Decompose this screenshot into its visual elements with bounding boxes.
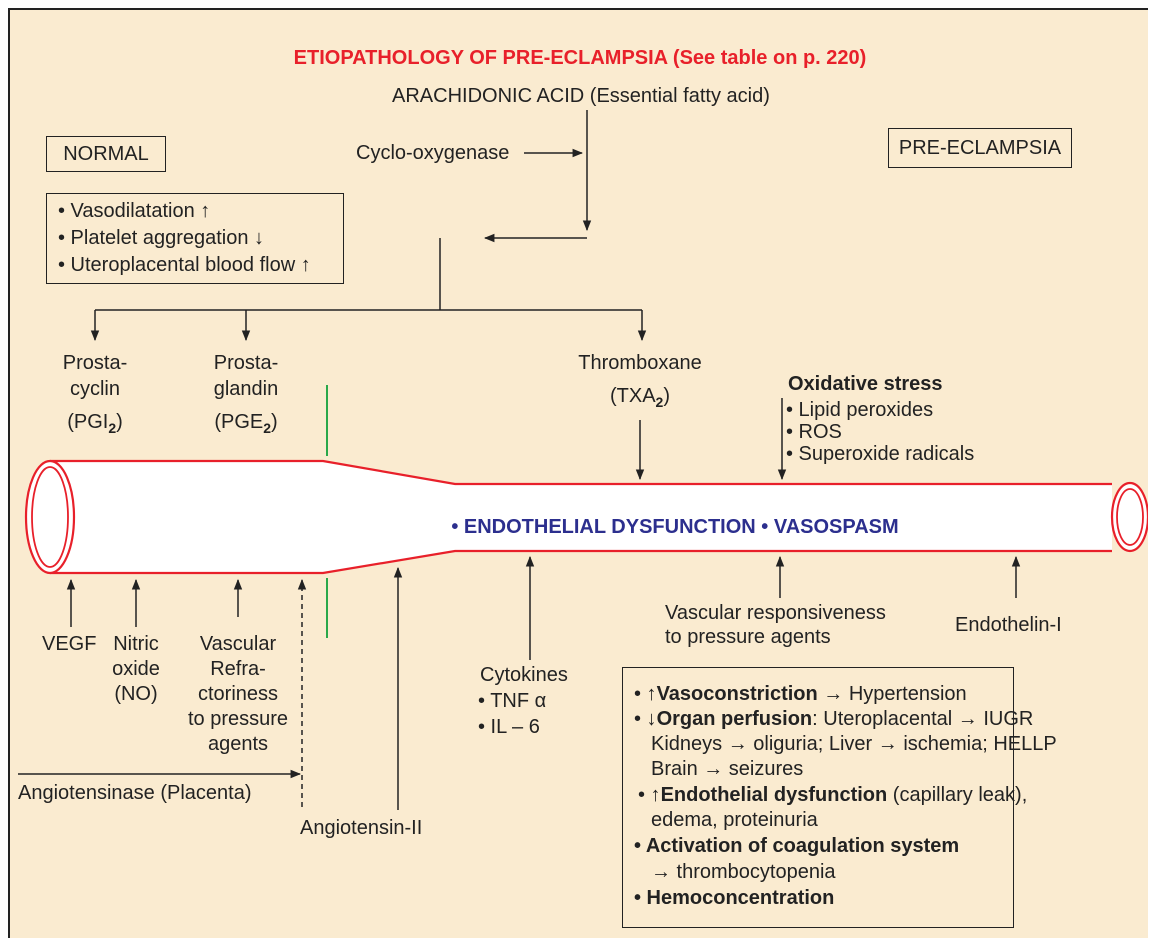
refractory-label-1: Vascular bbox=[199, 633, 277, 655]
no-label-1: Nitric bbox=[113, 633, 159, 655]
pathway-arrows bbox=[18, 110, 1021, 810]
oxidative-item-ros: • ROS bbox=[786, 421, 842, 443]
responsiveness-label-2: to pressure agents bbox=[665, 626, 831, 648]
diagram-graphics bbox=[18, 110, 1148, 810]
normal-effect-blood-flow: • Uteroplacental blood flow ↑ bbox=[58, 254, 311, 276]
diagram-canvas: ETIOPATHOLOGY OF PRE-ECLAMPSIA (See tabl… bbox=[8, 8, 1148, 938]
endothelin-label: Endothelin-I bbox=[955, 614, 1062, 636]
effect-kidneys-liver: Kidneys → oliguria; Liver → ischemia; HE… bbox=[651, 733, 1057, 755]
effect-hemoconcentration: • Hemoconcentration bbox=[634, 887, 835, 909]
effect-brain: Brain → seizures bbox=[651, 758, 804, 780]
vegf-label: VEGF bbox=[42, 633, 97, 655]
cyclo-oxygenase-label: Cyclo-oxygenase bbox=[356, 142, 510, 164]
thromboxane-name: Thromboxane bbox=[578, 352, 702, 374]
normal-effect-platelet: • Platelet aggregation ↓ bbox=[58, 227, 265, 249]
vessel-center-label: • ENDOTHELIAL DYSFUNCTION • VASOSPASM bbox=[451, 516, 899, 538]
effect-organ-perfusion: • ↓Organ perfusion: Uteroplacental → IUG… bbox=[634, 708, 1034, 730]
oxidative-stress-heading: Oxidative stress bbox=[788, 373, 943, 395]
refractory-label-5: agents bbox=[207, 733, 269, 755]
angiotensinase-label: Angiotensinase (Placenta) bbox=[18, 782, 252, 804]
cytokine-tnf: • TNF α bbox=[478, 690, 547, 712]
oxidative-item-superoxide: • Superoxide radicals bbox=[786, 443, 975, 465]
thromboxane-abbr: (TXA2) bbox=[609, 385, 671, 410]
oxidative-item-lipid: • Lipid peroxides bbox=[786, 399, 934, 421]
normal-effect-vasodilatation: • Vasodilatation ↑ bbox=[58, 200, 211, 222]
no-label-2: oxide bbox=[112, 658, 160, 680]
prostacyclin-name-1: Prosta- bbox=[62, 352, 128, 374]
effect-endothelial: • ↑Endothelial dysfunction (capillary le… bbox=[638, 784, 1028, 806]
prostacyclin-name-2: cyclin bbox=[69, 378, 120, 400]
angiotensin-label: Angiotensin-II bbox=[300, 817, 423, 839]
normal-effects-box bbox=[46, 193, 344, 284]
effect-coagulation: • Activation of coagulation system bbox=[634, 835, 960, 857]
prostaglandin-name-2: glandin bbox=[213, 378, 279, 400]
effect-thrombocytopenia: → thrombocytopenia bbox=[651, 861, 836, 883]
cytokines-heading: Cytokines bbox=[480, 664, 568, 686]
preeclampsia-label: PRE-ECLAMPSIA bbox=[898, 137, 1062, 159]
prostacyclin-abbr: (PGI2) bbox=[67, 411, 123, 436]
prostaglandin-name-1: Prosta- bbox=[213, 352, 279, 374]
prostaglandin-abbr: (PGE2) bbox=[214, 411, 278, 436]
preeclampsia-label-box bbox=[888, 128, 1072, 168]
diagram-title: ETIOPATHOLOGY OF PRE-ECLAMPSIA (See tabl… bbox=[293, 47, 867, 69]
cytokine-il6: • IL – 6 bbox=[478, 716, 540, 738]
preeclampsia-effects-box bbox=[622, 667, 1014, 928]
effect-edema: edema, proteinuria bbox=[651, 809, 818, 831]
normal-label: NORMAL bbox=[63, 143, 149, 165]
blood-vessel bbox=[24, 459, 1148, 575]
effect-vasoconstriction: • ↑Vasoconstriction → Hypertension bbox=[634, 683, 967, 705]
refractory-label-4: to pressure bbox=[187, 708, 289, 730]
responsiveness-label-1: Vascular responsiveness bbox=[665, 602, 886, 624]
refractory-label-3: ctoriness bbox=[197, 683, 279, 705]
no-label-3: (NO) bbox=[114, 683, 158, 705]
refractory-label-2: Refra- bbox=[210, 658, 266, 680]
arachidonic-acid-label: ARACHIDONIC ACID (Essential fatty acid) bbox=[392, 85, 770, 107]
normal-label-box bbox=[46, 136, 166, 172]
